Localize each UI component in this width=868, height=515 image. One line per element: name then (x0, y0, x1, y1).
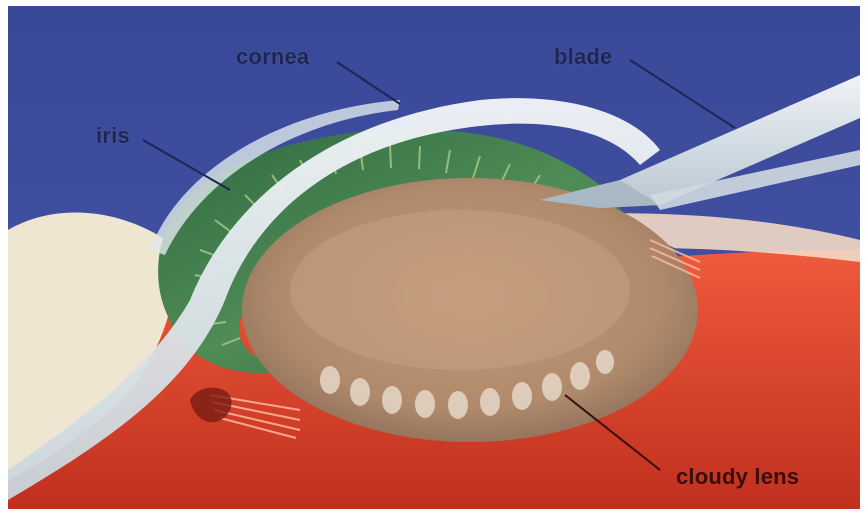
iris-label: iris (96, 123, 130, 149)
cornea-label: cornea (236, 44, 309, 70)
cloudy-lens-label: cloudy lens (676, 464, 799, 490)
blade-label: blade (554, 44, 612, 70)
lens-highlight (290, 210, 630, 370)
